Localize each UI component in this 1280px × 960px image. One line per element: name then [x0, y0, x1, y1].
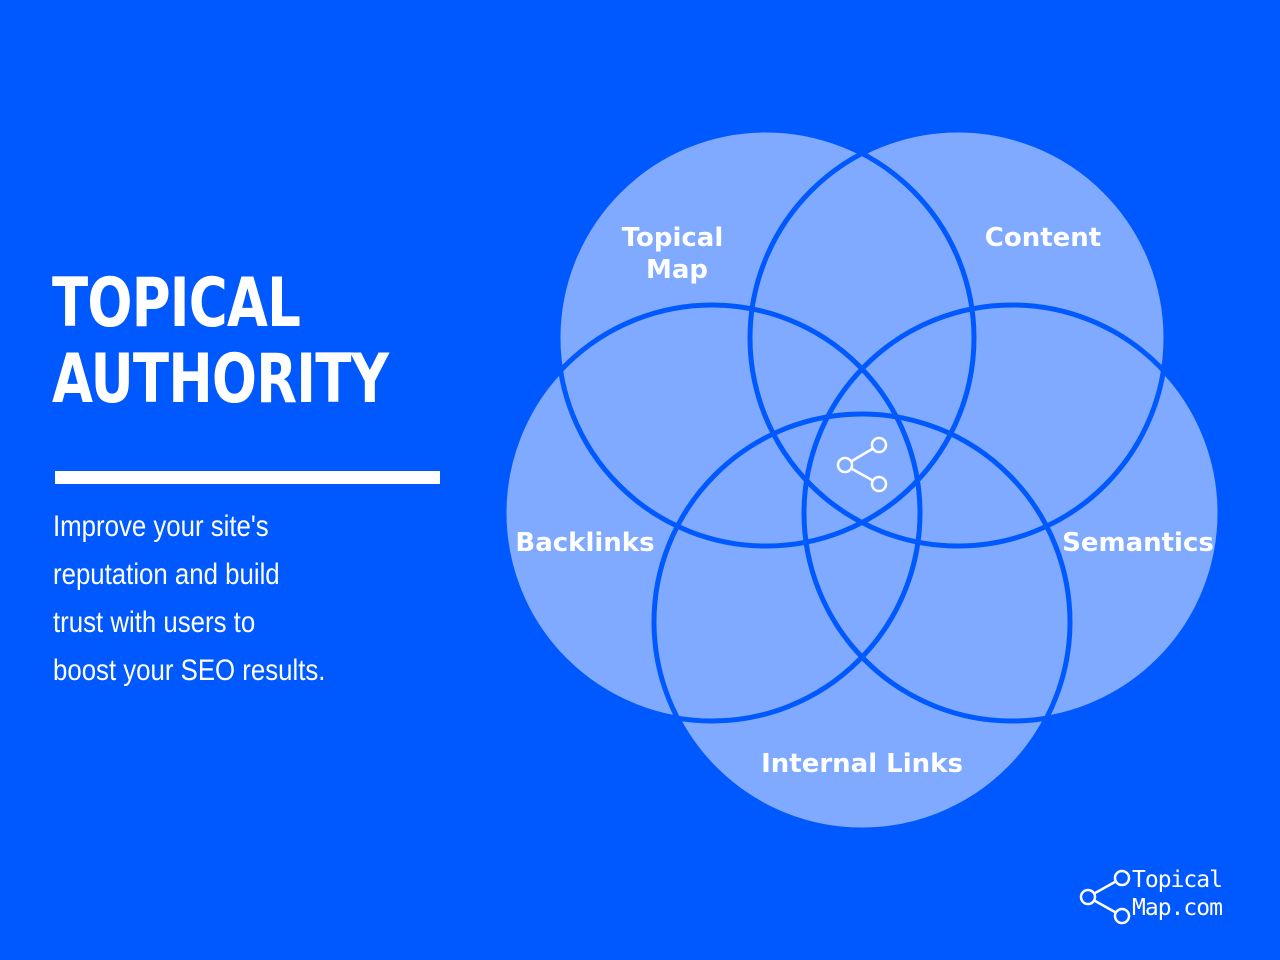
label-backlinks-line-1: Backlinks: [515, 528, 654, 558]
label-semantics-line-1: Semantics: [1062, 528, 1214, 558]
label-backlinks: Backlinks: [515, 528, 654, 558]
circle-semantics-outline: [801, 302, 1223, 724]
venn-outlines: [501, 127, 1223, 833]
label-topical-map-line-1: Topical: [622, 223, 724, 253]
title-divider: [55, 471, 440, 484]
share-icon: [1079, 869, 1131, 925]
label-semantics: Semantics: [1062, 528, 1214, 558]
label-content: Content: [985, 223, 1101, 253]
title-line-2: AUTHORITY: [52, 340, 389, 419]
logo-text: Topical Map.com: [1132, 866, 1223, 922]
circle-backlinks-outline: [501, 302, 923, 724]
share-icon: [836, 436, 888, 493]
title-line-1: TOPICAL: [52, 264, 301, 343]
label-topical-map: Topical Map: [622, 223, 733, 285]
brand-logo: Topical Map.com: [1076, 864, 1256, 930]
label-internal-links-line-1: Internal Links: [761, 749, 963, 779]
description-line-4: boost your SEO results.: [53, 654, 326, 687]
description-line-3: trust with users to: [53, 606, 256, 639]
circle-backlinks-fill: [504, 305, 920, 721]
label-topical-map-line-2: Map: [646, 255, 708, 285]
label-content-line-1: Content: [985, 223, 1101, 253]
description-text: Improve your site's reputation and build…: [53, 503, 325, 695]
logo-line-1: Topical: [1132, 867, 1223, 893]
logo-line-2: Map.com: [1132, 895, 1223, 921]
description-line-2: reputation and build: [53, 558, 280, 591]
page-title: TOPICAL AUTHORITY: [52, 264, 389, 419]
circle-content-outline: [747, 127, 1169, 549]
circle-topical-map-outline: [555, 127, 977, 549]
label-internal-links: Internal Links: [761, 749, 963, 779]
venn-fills: [504, 130, 1220, 830]
description-line-1: Improve your site's: [53, 510, 269, 543]
circle-internal-links-outline: [651, 411, 1073, 833]
